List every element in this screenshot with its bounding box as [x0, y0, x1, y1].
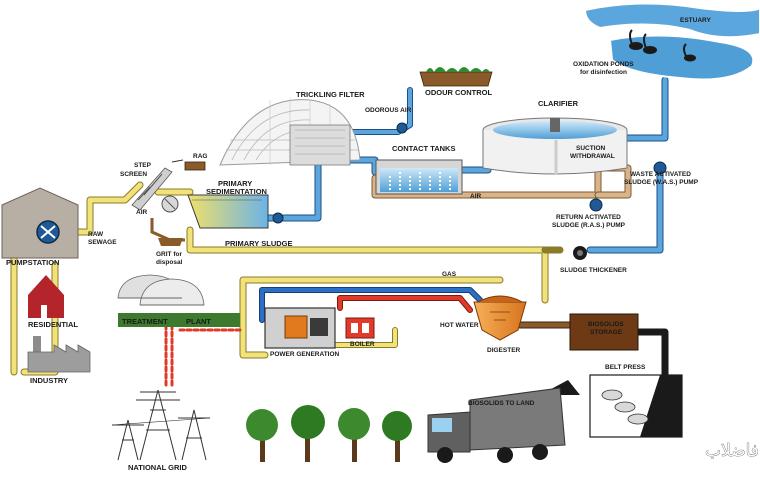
odour-control-label: ODOUR CONTROL	[425, 88, 492, 97]
step-screen-label-2: SCREEN	[120, 171, 147, 178]
caption-overlay: (عکس های آب و فاضلاب (دیاگرام های تصفیه …	[705, 439, 760, 461]
withdrawal-label: WITHDRAWAL	[570, 153, 615, 160]
grit-chamber: AIR GRIT for disposal	[136, 195, 185, 266]
biosolids-to-land-label: BIOSOLIDS TO LAND	[468, 400, 535, 407]
trees	[246, 405, 412, 462]
industry-label: INDUSTRY	[30, 376, 68, 385]
power-generation-label: POWER GENERATION	[270, 351, 340, 358]
sludge-thickener-label: SLUDGE THICKENER	[560, 267, 627, 274]
odour-control: ODOUR CONTROL	[419, 67, 493, 97]
biosolids-storage-label-2: STORAGE	[590, 329, 623, 336]
was-pump: WASTE ACTIVATED SLUDGE (W.A.S.) PUMP	[624, 161, 699, 186]
primary-sludge-label: PRIMARY SLUDGE	[225, 239, 293, 248]
belt-press-label: BELT PRESS	[605, 364, 646, 371]
step-screen-label-1: STEP	[134, 162, 152, 169]
estuary: ESTUARY OXIDATION PONDS for disinfection	[573, 2, 760, 81]
belt-press: BELT PRESS	[589, 364, 683, 438]
clarifier: CLARIFIER SUCTION WITHDRAWAL	[482, 99, 628, 175]
boiler: BOILER	[345, 317, 375, 348]
raw-sewage-label-group: RAW SEWAGE	[88, 231, 117, 246]
air-label-2: AIR	[470, 193, 482, 200]
national-grid-pylons: NATIONAL GRID	[111, 389, 211, 472]
grit-label-1: GRIT for	[156, 251, 182, 258]
contact-tanks: CONTACT TANKS AIR	[375, 144, 482, 200]
national-grid-label: NATIONAL GRID	[128, 463, 187, 472]
gas-label: GAS	[442, 271, 457, 278]
estuary-label: ESTUARY	[680, 17, 711, 24]
biosolids-storage: BIOSOLIDS STORAGE	[569, 313, 639, 351]
clarifier-label: CLARIFIER	[538, 99, 579, 108]
contact-tanks-label: CONTACT TANKS	[392, 144, 455, 153]
grit-label-2: disposal	[156, 259, 183, 266]
oxidation-ponds-label: OXIDATION PONDS	[573, 61, 634, 68]
rag-label: RAG	[193, 153, 207, 160]
treatment-label: TREATMENT	[122, 317, 168, 326]
power-generation: POWER GENERATION	[264, 307, 340, 358]
primary-sed-label-1: PRIMARY	[218, 179, 252, 188]
suction-label: SUCTION	[576, 145, 606, 152]
trickling-filter: TRICKLING FILTER ODOROUS AIR	[219, 90, 412, 166]
hot-water-label: HOT WATER	[440, 322, 479, 329]
primary-sed-label-2: SEDIMENTATION	[206, 187, 267, 196]
odorous-air-label: ODOROUS AIR	[365, 107, 412, 114]
swan-icon	[629, 29, 696, 62]
air-label-1: AIR	[136, 209, 148, 216]
was-pump-label-1: WASTE ACTIVATED	[630, 171, 691, 178]
was-pump-label-2: SLUDGE (W.A.S.) PUMP	[624, 179, 699, 186]
trickling-filter-label: TRICKLING FILTER	[296, 90, 365, 99]
boiler-label: BOILER	[350, 341, 375, 348]
ras-pump-label-1: RETURN ACTIVATED	[556, 214, 621, 221]
ras-pump: RETURN ACTIVATED SLUDGE (R.A.S.) PUMP	[552, 198, 626, 229]
for-disinfection-label: for disinfection	[580, 69, 627, 76]
primary-sedimentation-tank: PRIMARY SEDIMENTATION	[187, 179, 284, 229]
biosolids-storage-label-1: BIOSOLIDS	[588, 321, 624, 328]
treatment-plant: TREATMENT PLANT	[117, 274, 240, 327]
sludge-thickener: SLUDGE THICKENER	[560, 246, 627, 274]
raw-sewage-label-2: SEWAGE	[88, 239, 117, 246]
ras-pump-label-2: SLUDGE (R.A.S.) PUMP	[552, 222, 626, 229]
plant-label: PLANT	[186, 317, 211, 326]
pumpstation: PUMPSTATION	[1, 187, 79, 267]
step-screen: STEP SCREEN RAG	[120, 153, 207, 211]
residential-label: RESIDENTIAL	[28, 320, 78, 329]
residential: RESIDENTIAL	[28, 275, 78, 329]
raw-sewage-label-1: RAW	[88, 231, 104, 238]
digester-label: DIGESTER	[487, 347, 521, 354]
industry: INDUSTRY	[27, 336, 91, 385]
pumpstation-label: PUMPSTATION	[6, 258, 59, 267]
biosolids-truck: BIOSOLIDS TO LAND	[427, 380, 580, 463]
digester: DIGESTER	[473, 295, 527, 354]
